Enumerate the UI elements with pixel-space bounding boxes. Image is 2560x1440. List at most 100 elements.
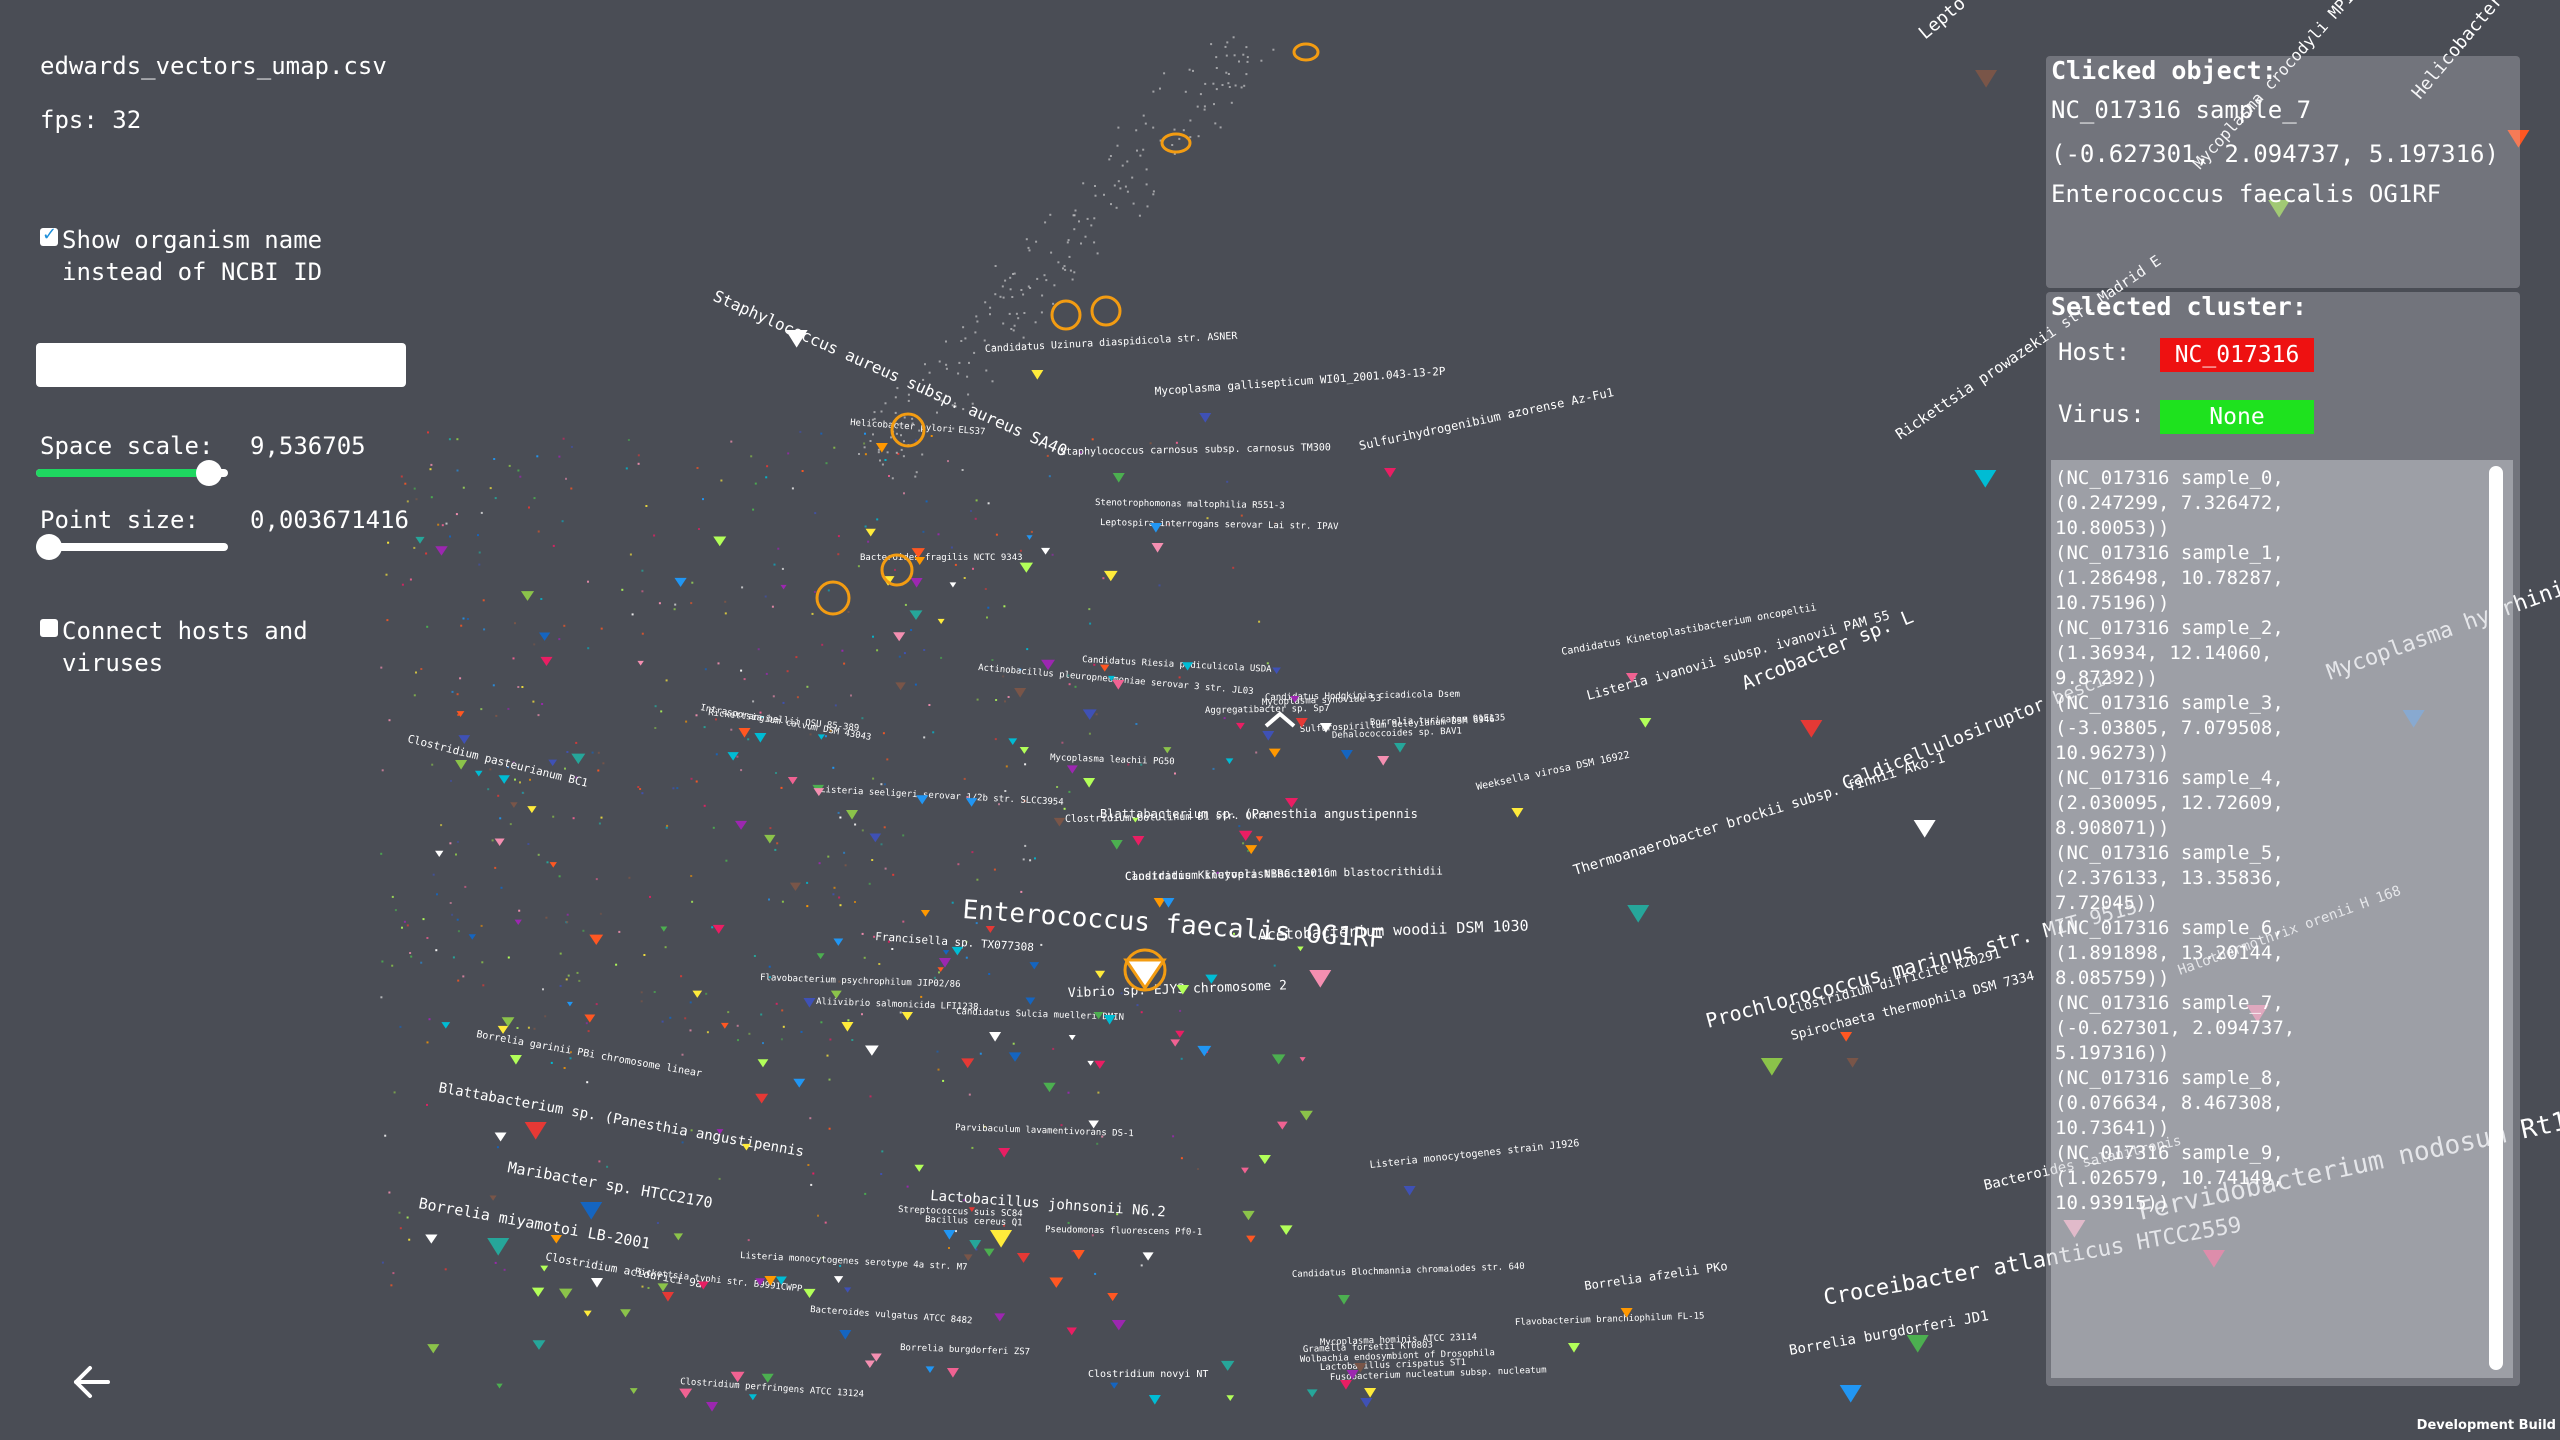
organism-marker[interactable] xyxy=(501,1017,515,1027)
organism-marker[interactable] xyxy=(697,1281,709,1290)
organism-marker[interactable] xyxy=(1066,1327,1077,1336)
organism-marker[interactable] xyxy=(961,1058,975,1069)
organism-marker[interactable] xyxy=(1272,667,1281,674)
organism-marker[interactable] xyxy=(589,934,604,946)
organism-marker[interactable] xyxy=(580,1202,603,1220)
organism-marker[interactable] xyxy=(1276,1121,1288,1130)
organism-marker[interactable] xyxy=(2063,1220,2086,1238)
organism-marker[interactable] xyxy=(925,1366,935,1373)
organism-marker[interactable] xyxy=(1306,1389,1318,1398)
organism-marker[interactable] xyxy=(870,1353,882,1362)
organism-marker[interactable] xyxy=(549,862,557,868)
point-size-slider[interactable] xyxy=(36,534,228,560)
organism-marker[interactable] xyxy=(497,1025,509,1034)
organism-marker[interactable] xyxy=(1094,970,1106,979)
organism-marker[interactable] xyxy=(910,578,923,588)
organism-marker[interactable] xyxy=(474,770,483,777)
organism-marker[interactable] xyxy=(540,1265,549,1272)
organism-marker[interactable] xyxy=(748,1394,757,1401)
organism-marker[interactable] xyxy=(629,1388,638,1395)
organism-marker[interactable] xyxy=(1226,1395,1235,1402)
organism-marker[interactable] xyxy=(1255,836,1264,842)
organism-marker[interactable] xyxy=(938,958,951,968)
organism-marker[interactable] xyxy=(949,582,957,588)
organism-marker[interactable] xyxy=(865,528,876,537)
organism-marker[interactable] xyxy=(841,1022,854,1032)
organism-marker[interactable] xyxy=(1295,718,1308,728)
organism-marker[interactable] xyxy=(494,838,505,847)
organism-marker[interactable] xyxy=(994,1313,1006,1322)
organism-marker[interactable] xyxy=(1242,1210,1255,1221)
organism-marker[interactable] xyxy=(920,909,930,917)
organism-marker[interactable] xyxy=(1246,1235,1256,1243)
organism-marker[interactable] xyxy=(803,1288,816,1299)
organism-marker[interactable] xyxy=(730,1371,745,1383)
organism-marker[interactable] xyxy=(985,926,995,933)
organism-marker[interactable] xyxy=(716,1129,724,1135)
organism-marker[interactable] xyxy=(1271,1054,1286,1065)
organism-marker[interactable] xyxy=(757,1059,769,1068)
organism-marker[interactable] xyxy=(869,833,882,843)
organism-marker[interactable] xyxy=(893,632,906,642)
host-badge[interactable]: NC_017316 xyxy=(2160,338,2314,372)
organism-marker[interactable] xyxy=(951,946,964,956)
selected-marker[interactable] xyxy=(1123,958,1167,991)
organism-marker[interactable] xyxy=(1103,1015,1116,1025)
organism-marker[interactable] xyxy=(1319,723,1332,733)
organism-marker[interactable] xyxy=(1620,1308,1633,1318)
organism-marker[interactable] xyxy=(793,1078,806,1088)
organism-marker[interactable] xyxy=(1053,817,1066,827)
organism-marker[interactable] xyxy=(1049,1277,1064,1288)
organism-marker[interactable] xyxy=(2246,1005,2269,1023)
organism-marker[interactable] xyxy=(692,990,703,998)
organism-marker[interactable] xyxy=(1913,820,1936,838)
organism-marker[interactable] xyxy=(1112,473,1125,483)
search-input[interactable] xyxy=(36,343,406,387)
organism-marker[interactable] xyxy=(817,734,825,740)
organism-marker[interactable] xyxy=(1103,570,1118,582)
virus-badge[interactable]: None xyxy=(2160,400,2314,434)
organism-marker[interactable] xyxy=(764,834,776,844)
organism-marker[interactable] xyxy=(1567,1343,1580,1353)
organism-marker[interactable] xyxy=(548,759,557,767)
organism-marker[interactable] xyxy=(727,752,739,761)
organism-marker[interactable] xyxy=(916,795,929,805)
organism-marker[interactable] xyxy=(1162,898,1175,908)
organism-marker[interactable] xyxy=(1354,1363,1367,1373)
organism-marker[interactable] xyxy=(1016,1253,1031,1263)
organism-marker[interactable] xyxy=(1041,547,1051,555)
organism-marker[interactable] xyxy=(435,546,448,556)
organism-marker[interactable] xyxy=(937,618,945,625)
organism-marker[interactable] xyxy=(661,1292,674,1302)
organism-marker[interactable] xyxy=(1175,1030,1185,1038)
organism-marker[interactable] xyxy=(1625,673,1638,683)
organism-marker[interactable] xyxy=(741,1143,751,1151)
organism-marker[interactable] xyxy=(538,632,551,641)
organism-marker[interactable] xyxy=(1163,747,1172,754)
organism-marker[interactable] xyxy=(496,1383,503,1389)
organism-marker[interactable] xyxy=(1800,720,1823,738)
organism-marker[interactable] xyxy=(712,924,725,934)
organism-marker[interactable] xyxy=(584,1014,596,1023)
organism-marker[interactable] xyxy=(901,1011,913,1021)
organism-marker[interactable] xyxy=(1511,808,1524,818)
organism-marker[interactable] xyxy=(1110,1382,1119,1389)
show-names-checkbox[interactable] xyxy=(40,224,58,246)
organism-marker[interactable] xyxy=(1846,1058,1859,1068)
organism-marker[interactable] xyxy=(435,850,444,858)
organism-marker[interactable] xyxy=(1029,962,1040,970)
organism-marker[interactable] xyxy=(875,443,888,453)
organism-marker[interactable] xyxy=(844,1287,852,1293)
connect-checkbox[interactable] xyxy=(40,619,58,637)
organism-marker[interactable] xyxy=(1088,1120,1099,1129)
organism-marker[interactable] xyxy=(673,1233,684,1241)
organism-marker[interactable] xyxy=(1008,738,1018,746)
organism-marker[interactable] xyxy=(524,1122,547,1140)
organism-marker[interactable] xyxy=(583,1310,592,1317)
organism-marker[interactable] xyxy=(1093,1011,1104,1020)
organism-marker[interactable] xyxy=(1014,688,1027,698)
organism-marker[interactable] xyxy=(963,1254,973,1262)
organism-marker[interactable] xyxy=(674,577,687,587)
organism-marker[interactable] xyxy=(637,660,644,666)
